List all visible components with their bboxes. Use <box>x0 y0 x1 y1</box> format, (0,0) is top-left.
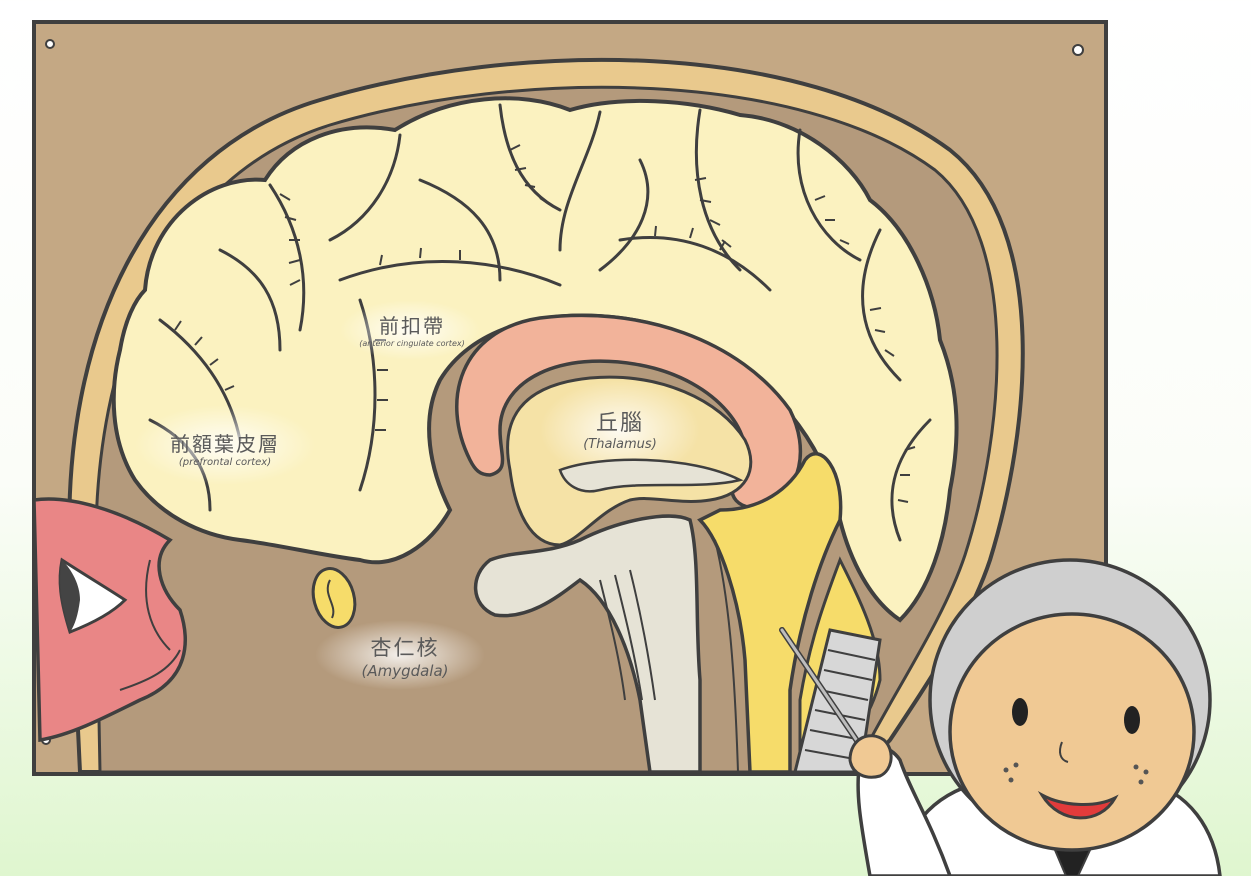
thalamus-label-zh: 丘腦 <box>560 405 680 437</box>
thalamus-label-en: (Thalamus) <box>560 437 680 452</box>
thalamus-label: 丘腦 (Thalamus) <box>560 405 680 452</box>
amygdala-label-en: (Amygdala) <box>340 662 470 680</box>
pin-top-right <box>1073 45 1083 55</box>
acc-label-zh: 前扣帶 <box>352 310 472 339</box>
hand <box>850 736 891 777</box>
acc-label: 前扣帶 (anterior cingulate cortex) <box>352 310 472 348</box>
amygdala-label-zh: 杏仁核 <box>340 632 470 662</box>
acc-label-en: (anterior cingulate cortex) <box>352 339 472 348</box>
right-eye <box>1124 706 1140 734</box>
pin-top-left <box>46 40 54 48</box>
amygdala-label: 杏仁核 (Amygdala) <box>340 632 470 680</box>
pfc-label-zh: 前額葉皮層 <box>150 428 300 457</box>
pfc-label-en: (prefrontal cortex) <box>150 457 300 468</box>
left-eye <box>1012 698 1028 726</box>
pfc-label: 前額葉皮層 (prefrontal cortex) <box>150 428 300 468</box>
